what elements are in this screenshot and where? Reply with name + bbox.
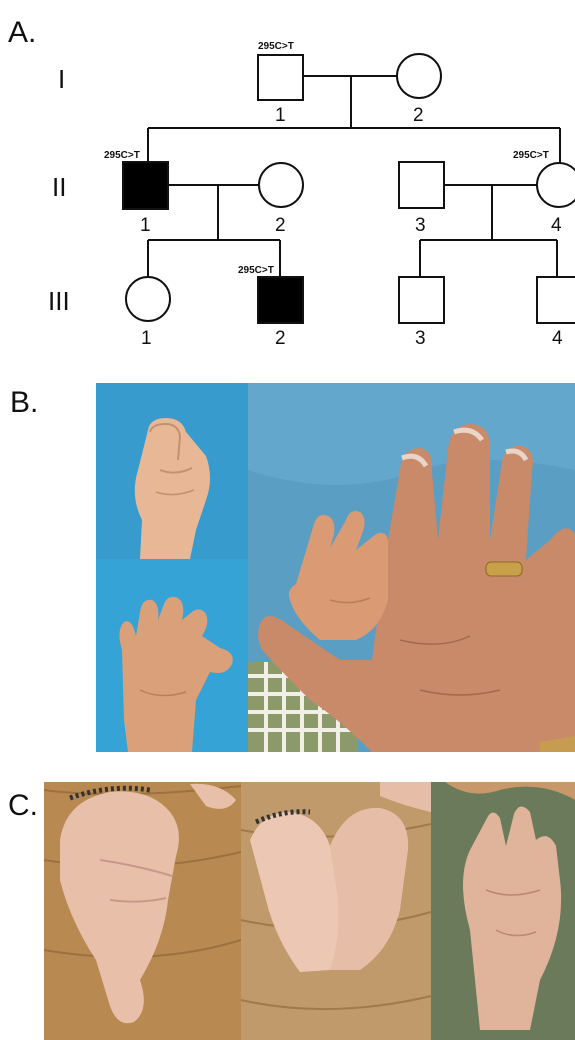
panel-c-label: C.	[8, 789, 38, 822]
individual-number-II3: 3	[415, 215, 426, 236]
individual-number-I2: 2	[413, 105, 424, 126]
panel-b-label: B.	[10, 386, 38, 419]
individual-III4-male	[537, 277, 575, 323]
variant-label-I1: 295C>T	[258, 41, 294, 52]
photo-child-hand-closed	[96, 383, 248, 559]
wedding-ring	[486, 562, 522, 576]
generation-label-I: I	[58, 64, 65, 94]
generation-label-II: II	[52, 172, 66, 202]
individual-number-III4: 4	[552, 328, 563, 349]
variant-label-III2: 295C>T	[238, 265, 274, 276]
individual-II1-male-affected	[123, 162, 168, 209]
individual-II2-female	[259, 163, 303, 207]
photo-adult-hand-right	[431, 782, 575, 1040]
individual-III1-female	[126, 277, 170, 321]
panel-c: C.	[8, 782, 575, 1040]
photo-adult-hands-middle	[241, 782, 431, 1040]
photo-adult-hand-left	[44, 782, 241, 1040]
individual-number-III1: 1	[141, 328, 152, 349]
individual-I1-male	[258, 55, 303, 100]
individual-number-II1: 1	[140, 215, 151, 236]
individual-number-III2: 2	[275, 328, 286, 349]
individual-III3-male	[399, 277, 444, 323]
pedigree-lines	[148, 76, 560, 278]
generation-label-III: III	[48, 286, 70, 316]
individual-II3-male	[399, 162, 444, 208]
individual-number-II4: 4	[551, 215, 562, 236]
individual-III2-male-affected	[258, 277, 303, 323]
individual-number-II2: 2	[275, 215, 286, 236]
individual-number-III3: 3	[415, 328, 426, 349]
individual-I2-female	[397, 54, 441, 98]
photo-child-hand-open	[96, 559, 248, 752]
panel-b: B.	[10, 383, 575, 752]
variant-label-II4: 295C>T	[513, 150, 549, 161]
variant-label-II1: 295C>T	[104, 150, 140, 161]
photo-child-and-adult-hands	[248, 383, 575, 752]
individual-II4-female	[537, 163, 575, 207]
panel-a: A. I II III 295C>T 1 2	[8, 16, 575, 349]
individual-number-I1: 1	[275, 105, 286, 126]
panel-a-label: A.	[8, 16, 36, 49]
